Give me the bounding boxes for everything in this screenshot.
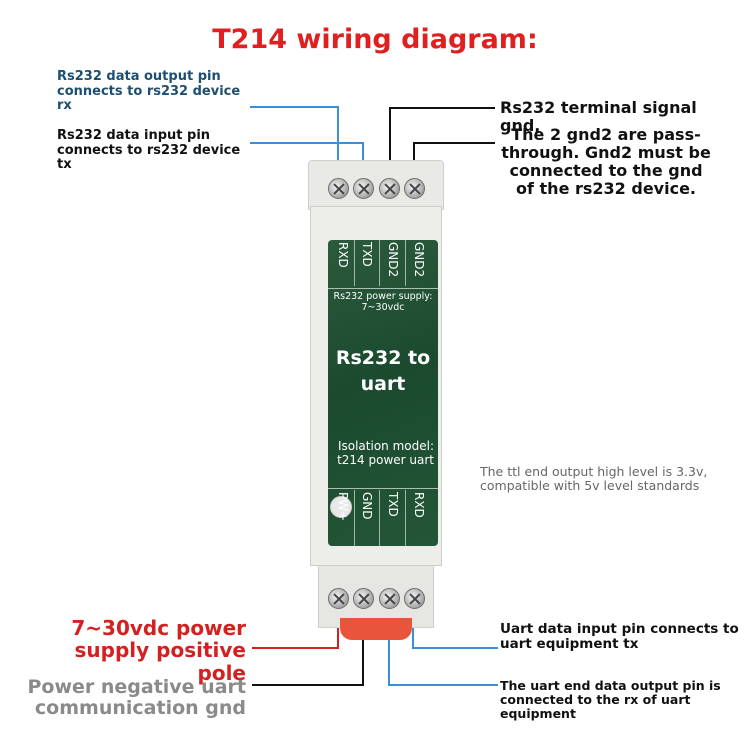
model-text: Isolation model: t214 power uart bbox=[337, 439, 434, 467]
pin-label-top-3: GND2 bbox=[386, 242, 400, 278]
pin-label-bottom-2: GND bbox=[360, 492, 374, 520]
label-power-positive: 7~30vdc power supply positive pole bbox=[71, 616, 246, 685]
label-rs232-input: Rs232 data input pin connects to rs232 d… bbox=[57, 128, 241, 173]
label-rs232-gnd-title: Rs232 terminal signal gnd, bbox=[500, 98, 697, 135]
pin-divider bbox=[405, 490, 406, 546]
pin-label-bottom-1: PW+ bbox=[336, 492, 350, 522]
label-uart-output: The uart end data output pin is connecte… bbox=[500, 678, 721, 721]
pin-divider bbox=[354, 240, 355, 286]
line-rs232-output bbox=[250, 106, 339, 180]
page-title: T214 wiring diagram: bbox=[212, 24, 538, 55]
power-note: Rs232 power supply: 7~30vdc bbox=[333, 291, 433, 313]
screw-terminal-rxd-top bbox=[328, 178, 349, 199]
pin-divider bbox=[354, 490, 355, 546]
pin-divider bbox=[379, 490, 380, 546]
pcb-divider-line bbox=[328, 288, 438, 289]
screw-terminal-txd-bottom bbox=[379, 588, 400, 609]
din-clip bbox=[340, 618, 412, 640]
label-rs232-gnd-desc: The 2 gnd2 are pass-through. Gnd2 must b… bbox=[501, 125, 711, 198]
screw-terminal-gnd bbox=[353, 588, 374, 609]
t214-module: RXD TXD GND2 GND2 Rs232 power supply: 7~… bbox=[308, 160, 444, 640]
pcb-led bbox=[330, 496, 352, 518]
screw-terminal-gnd2-b bbox=[404, 178, 425, 199]
label-power-negative: Power negative uart communication gnd bbox=[27, 676, 246, 720]
label-ttl-note: The ttl end output high level is 3.3v, c… bbox=[480, 464, 708, 493]
pcb-divider-line bbox=[328, 488, 438, 489]
screw-terminal-gnd2-a bbox=[379, 178, 400, 199]
screw-terminal-txd-top bbox=[353, 178, 374, 199]
label-uart-input: Uart data input pin connects to uart equ… bbox=[500, 621, 739, 653]
screw-terminal-pw bbox=[328, 588, 349, 609]
label-rs232-output: Rs232 data output pin connects to rs232 … bbox=[57, 69, 241, 114]
pin-divider bbox=[379, 240, 380, 286]
line-gnd2-a bbox=[389, 107, 495, 180]
pin-label-top-4: GND2 bbox=[412, 242, 426, 278]
pin-label-top-1: RXD bbox=[336, 242, 350, 268]
screw-terminal-rxd-bottom bbox=[404, 588, 425, 609]
main-text: Rs232 to uart bbox=[335, 347, 431, 395]
pin-label-bottom-4: RXD bbox=[412, 492, 426, 518]
module-pcb: RXD TXD GND2 GND2 Rs232 power supply: 7~… bbox=[328, 240, 438, 546]
pin-label-top-2: TXD bbox=[360, 242, 374, 267]
pin-divider bbox=[405, 240, 406, 286]
pin-label-bottom-3: TXD bbox=[386, 492, 400, 517]
